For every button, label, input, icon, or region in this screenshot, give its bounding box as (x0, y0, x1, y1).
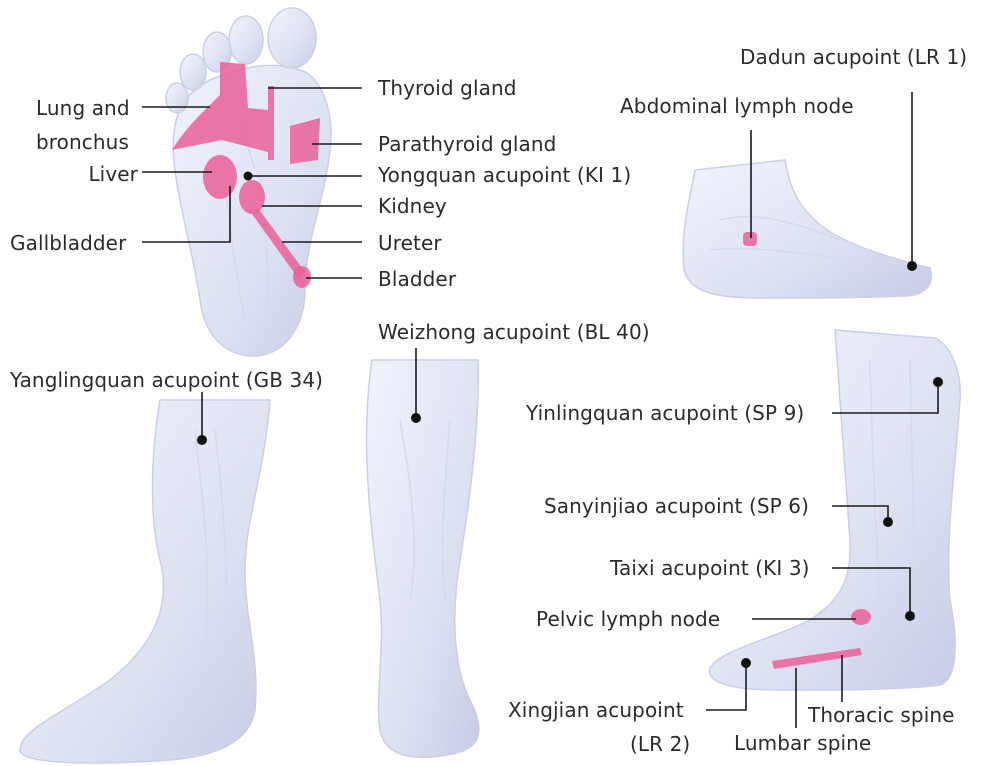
label-weizhong: Weizhong acupoint (BL 40) (378, 320, 650, 344)
label-dadun: Dadun acupoint (LR 1) (740, 45, 967, 69)
label-xingjian-code: (LR 2) (630, 732, 690, 756)
label-yanglingquan: Yanglingquan acupoint (GB 34) (10, 368, 323, 392)
posterior-leg (367, 360, 479, 757)
label-thoracic-spine: Thoracic spine (808, 703, 955, 727)
label-lumbar-spine: Lumbar spine (734, 731, 871, 755)
label-yinlingquan: Yinlingquan acupoint (SP 9) (526, 401, 804, 425)
lateral-leg (20, 400, 270, 763)
label-ureter: Ureter (378, 231, 442, 255)
label-sanyinjiao: Sanyinjiao acupoint (SP 6) (544, 494, 809, 518)
label-liver: Liver (60, 162, 138, 186)
label-kidney: Kidney (378, 194, 447, 218)
label-bronchus: bronchus (36, 130, 129, 154)
sole-of-foot (166, 8, 331, 356)
label-gallbladder: Gallbladder (10, 231, 126, 255)
label-thyroid: Thyroid gland (378, 76, 517, 100)
label-parathyroid: Parathyroid gland (378, 132, 556, 156)
label-bladder: Bladder (378, 267, 456, 291)
label-xingjian: Xingjian acupoint (508, 698, 684, 722)
label-pelvic-lymph: Pelvic lymph node (536, 607, 720, 631)
label-taixi: Taixi acupoint (KI 3) (610, 556, 810, 580)
label-yongquan: Yongquan acupoint (KI 1) (378, 163, 631, 187)
label-lung: Lung and (36, 96, 130, 120)
side-foot (683, 160, 931, 298)
label-abdominal-lymph: Abdominal lymph node (620, 94, 854, 118)
